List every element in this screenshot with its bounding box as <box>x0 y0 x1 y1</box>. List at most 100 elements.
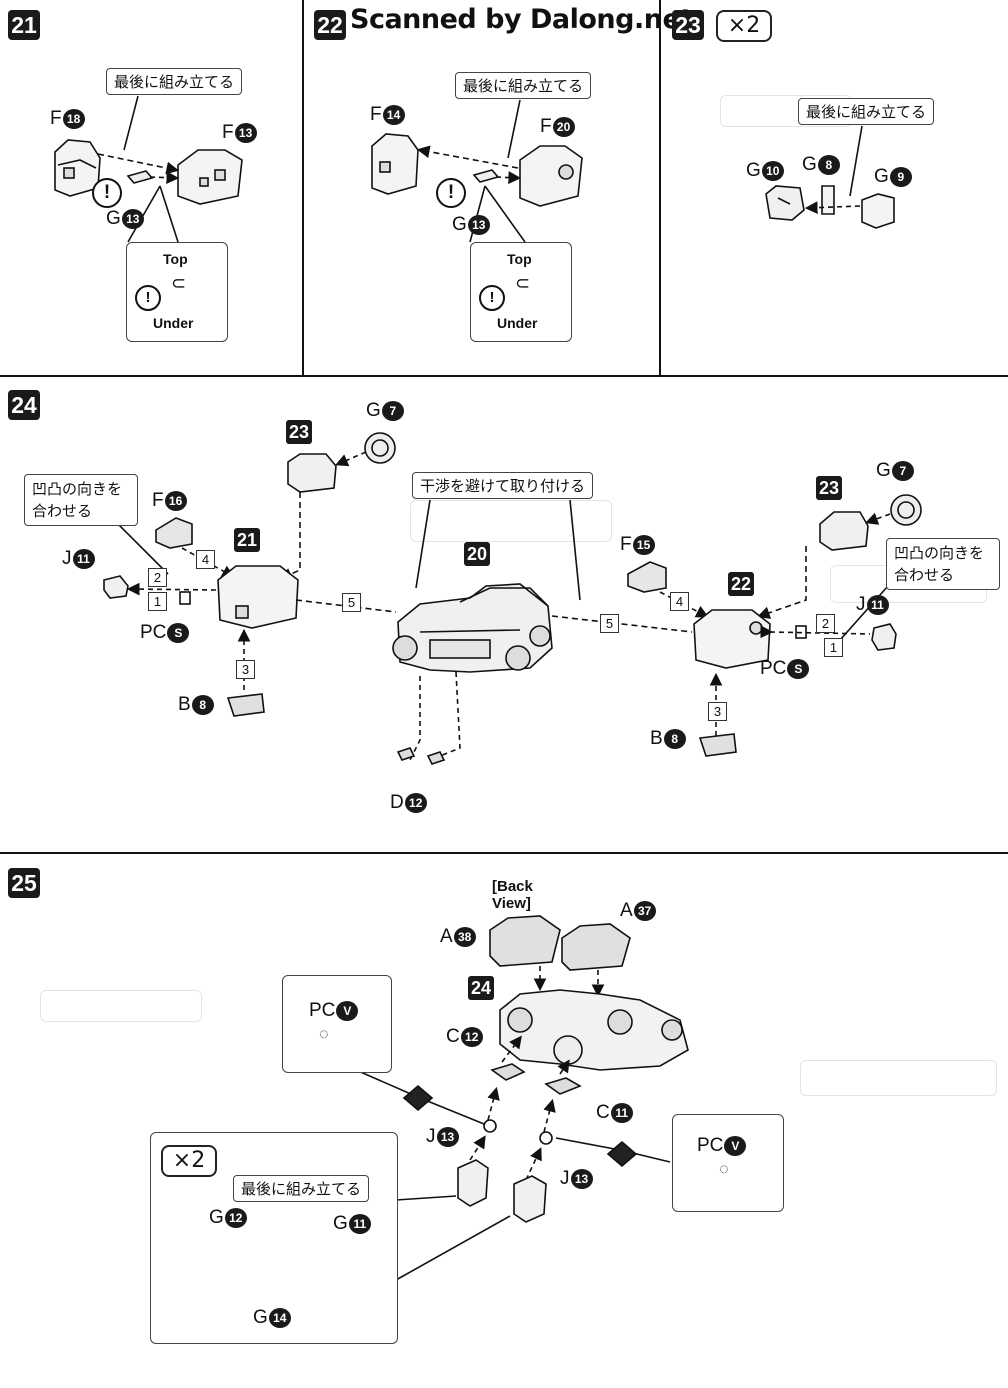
align-note-left: 凹凸の向きを 合わせる <box>24 474 138 526</box>
subassembly-23-right: 23 <box>816 476 842 500</box>
avoid-interference-note: 干渉を避けて取り付ける <box>412 472 594 499</box>
part-a38-cover <box>489 915 561 967</box>
scanner-watermark: Scanned by Dalong.net <box>350 4 693 35</box>
orientation-under-label: Under <box>497 315 538 331</box>
part-23-joint-right <box>819 511 869 551</box>
order-step-1-left: 1 <box>148 592 167 611</box>
part-g9-shape <box>861 193 895 229</box>
subassembly-21: 21 <box>234 528 260 552</box>
quantity-badge: ×2 <box>716 10 772 42</box>
back-view-label: [Back View] <box>492 878 533 912</box>
order-step-4-right: 4 <box>670 592 689 611</box>
step-22-note: 最後に組み立てる <box>455 72 592 99</box>
part-f15-plate <box>627 561 667 593</box>
orientation-box: Top ! ⊂ Under <box>126 242 228 342</box>
order-step-5-right: 5 <box>600 614 619 633</box>
diamond-marker-left <box>402 1084 434 1112</box>
bleed-through-decoration <box>410 500 612 542</box>
part-c12-small <box>490 1063 526 1081</box>
diamond-marker-right <box>606 1140 638 1168</box>
part-f18-shape <box>54 139 101 197</box>
part-d12-pins <box>396 747 446 765</box>
part-foot-b <box>513 1175 547 1223</box>
order-step-1-right: 1 <box>824 638 843 657</box>
part-g7-disc-left <box>364 432 396 464</box>
orientation-under-label: Under <box>153 315 194 331</box>
orientation-top-label: Top <box>163 251 188 267</box>
orientation-top-label: Top <box>507 251 532 267</box>
part-g8-shape <box>821 185 835 215</box>
part-20-main-body <box>392 583 553 673</box>
bleed-through-decoration <box>800 1060 997 1096</box>
part-g13-pin-shape-2 <box>472 169 500 183</box>
part-b8-block-right <box>698 733 737 757</box>
part-g10-shape <box>765 185 805 221</box>
step-24-badge: 24 <box>8 390 40 420</box>
part-f16-plate <box>155 517 193 549</box>
bleed-through-decoration <box>40 990 202 1022</box>
part-j11-cap-right <box>871 623 897 651</box>
part-c11-small <box>544 1077 582 1095</box>
subassembly-22: 22 <box>728 572 754 596</box>
divider-vertical-1 <box>302 0 304 376</box>
part-22-assembly <box>693 609 771 669</box>
order-step-5-left: 5 <box>342 593 361 612</box>
part-23-joint-left <box>287 453 337 493</box>
step-22-badge: 22 <box>314 10 346 40</box>
align-note-right: 凹凸の向きを 合わせる <box>886 538 1000 590</box>
part-21-assembly <box>217 565 299 629</box>
inset-quantity-badge: ×2 <box>161 1145 217 1177</box>
step-21-badge: 21 <box>8 10 40 40</box>
divider-horizontal-1 <box>0 375 1008 377</box>
orientation-box-22: Top ! ⊂ Under <box>470 242 572 342</box>
part-f20-shape <box>519 145 583 207</box>
caution-icon: ! <box>135 285 161 311</box>
order-step-3-left: 3 <box>236 660 255 679</box>
part-f13-shape <box>177 149 243 205</box>
polycap-icon: ◌ <box>719 1161 729 1178</box>
order-step-4-left: 4 <box>196 550 215 569</box>
caution-icon: ! <box>479 285 505 311</box>
step-21-note: 最後に組み立てる <box>106 68 243 95</box>
subassembly-23-left: 23 <box>286 420 312 444</box>
polycap-icon: ◌ <box>319 1026 329 1043</box>
part-g7-disc-right <box>890 494 922 526</box>
subassembly-24: 24 <box>468 976 494 1000</box>
inset-note: 最後に組み立てる <box>233 1175 370 1202</box>
part-j13-ball-b <box>539 1131 553 1145</box>
part-g13-pin-shape <box>126 170 154 184</box>
divider-vertical-2 <box>659 0 661 376</box>
caution-icon: ! <box>436 178 466 208</box>
order-step-3-right: 3 <box>708 702 727 721</box>
part-pcs-left <box>179 591 191 605</box>
divider-horizontal-2 <box>0 852 1008 854</box>
part-j13-ball-a <box>483 1119 497 1133</box>
part-a37-cover <box>561 923 631 971</box>
